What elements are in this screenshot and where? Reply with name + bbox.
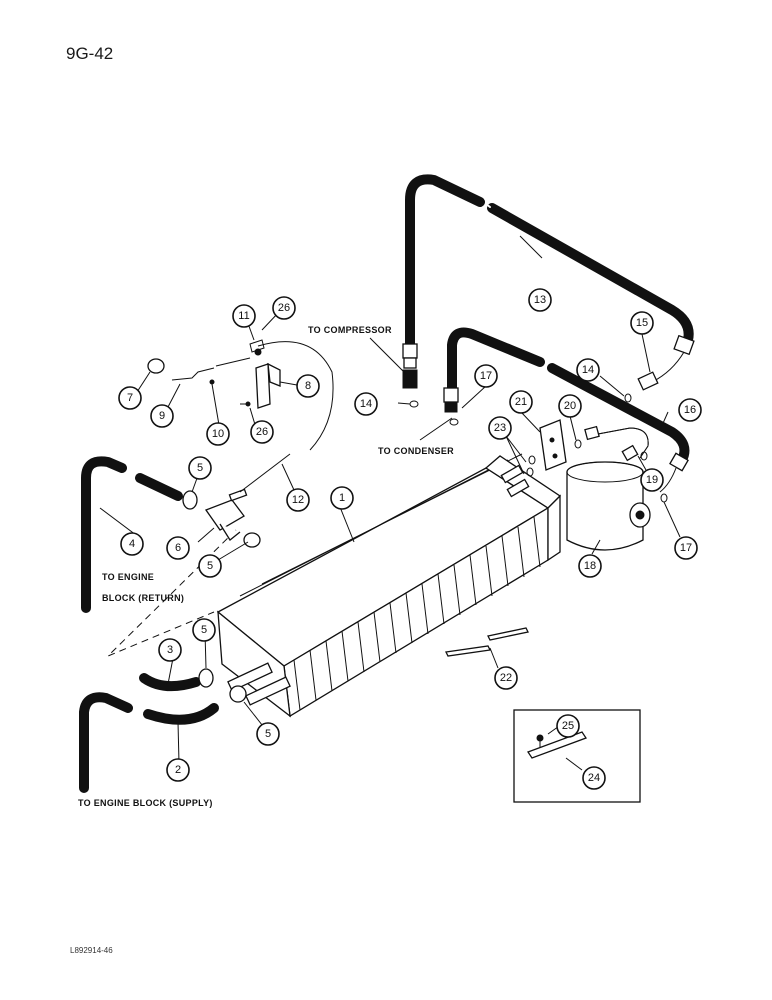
water-valve-6: [204, 488, 248, 541]
callout-3: 3: [158, 638, 182, 662]
page-number: 9G-42: [66, 44, 114, 63]
callout-5b: 5: [198, 554, 222, 578]
callout-15: 15: [630, 311, 654, 335]
svg-text:5: 5: [201, 624, 207, 636]
callout-5c: 5: [192, 618, 216, 642]
svg-text:5: 5: [265, 728, 271, 740]
dashed-path: [107, 529, 237, 657]
label-to-engine: TO ENGINE: [102, 572, 154, 582]
label-to-engine-block-supply: TO ENGINE BLOCK (SUPPLY): [78, 798, 213, 808]
svg-text:17: 17: [480, 370, 492, 382]
svg-text:14: 14: [360, 398, 372, 410]
hose-13: [402, 174, 695, 391]
svg-text:26: 26: [256, 426, 268, 438]
svg-text:24: 24: [588, 772, 600, 784]
svg-text:20: 20: [564, 400, 576, 412]
hose-4: [81, 456, 183, 613]
rod-9: [171, 357, 251, 385]
svg-text:14: 14: [582, 364, 594, 376]
callout-14b: 14: [576, 358, 600, 382]
svg-text:18: 18: [584, 560, 596, 572]
callout-23: 23: [488, 416, 512, 440]
svg-text:1: 1: [339, 492, 345, 504]
callout-6: 6: [166, 536, 190, 560]
callout-18: 18: [578, 554, 602, 578]
callout-9: 9: [150, 404, 174, 428]
svg-text:26: 26: [278, 302, 290, 314]
callout-21: 21: [509, 390, 533, 414]
hose-3: [139, 673, 201, 692]
callout-8: 8: [296, 374, 320, 398]
callout-19: 19: [640, 468, 664, 492]
svg-text:12: 12: [292, 494, 304, 506]
callout-14a: 14: [354, 392, 378, 416]
callout-5a: 5: [188, 456, 212, 480]
svg-text:25: 25: [562, 720, 574, 732]
svg-text:8: 8: [305, 380, 311, 392]
receiver-drier-18: [566, 461, 651, 551]
svg-text:11: 11: [238, 310, 249, 322]
callout-16: 16: [678, 398, 702, 422]
callout-13: 13: [528, 288, 552, 312]
callout-22: 22: [494, 666, 518, 690]
figure-code: L892914-46: [70, 946, 113, 955]
svg-text:19: 19: [646, 474, 658, 486]
hose-16: [443, 327, 690, 493]
callout-4: 4: [120, 532, 144, 556]
callout-2: 2: [166, 758, 190, 782]
knob-7: [147, 358, 165, 374]
svg-text:6: 6: [175, 542, 181, 554]
svg-text:21: 21: [515, 396, 527, 408]
bracket-8: [240, 339, 281, 409]
callout-11: 11: [232, 304, 256, 328]
cable-12: [239, 341, 334, 493]
callout-10: 10: [206, 422, 230, 446]
callout-12: 12: [286, 488, 310, 512]
svg-text:10: 10: [212, 428, 224, 440]
svg-text:15: 15: [636, 317, 648, 329]
callout-1: 1: [330, 486, 354, 510]
callout-20: 20: [558, 394, 582, 418]
svg-text:9: 9: [159, 410, 165, 422]
label-to-compressor: TO COMPRESSOR: [308, 325, 392, 335]
callout-26b: 26: [250, 420, 274, 444]
hose-2: [79, 692, 219, 793]
tube-19: [584, 425, 649, 462]
callout-26a: 26: [272, 296, 296, 320]
svg-text:16: 16: [684, 404, 696, 416]
svg-text:5: 5: [197, 462, 203, 474]
svg-text:3: 3: [167, 644, 173, 656]
svg-text:5: 5: [207, 560, 213, 572]
label-block-return: BLOCK (RETURN): [102, 593, 184, 603]
heater-core-1: [216, 453, 562, 718]
svg-text:22: 22: [500, 672, 512, 684]
callout-7: 7: [118, 386, 142, 410]
callout-5d: 5: [256, 722, 280, 746]
hose-clamps-5: [182, 490, 261, 703]
expansion-valve-21: [539, 419, 567, 471]
callout-24: 24: [582, 766, 606, 790]
svg-text:17: 17: [680, 542, 692, 554]
seal-rings: [409, 393, 668, 503]
svg-text:13: 13: [534, 294, 546, 306]
svg-text:7: 7: [127, 392, 133, 404]
svg-text:4: 4: [129, 538, 135, 550]
callout-25: 25: [556, 714, 580, 738]
callout-17a: 17: [474, 364, 498, 388]
label-to-condenser: TO CONDENSER: [378, 446, 454, 456]
svg-text:2: 2: [175, 764, 181, 776]
callout-17b: 17: [674, 536, 698, 560]
seal-strips-22: [445, 627, 529, 657]
svg-text:23: 23: [494, 422, 506, 434]
